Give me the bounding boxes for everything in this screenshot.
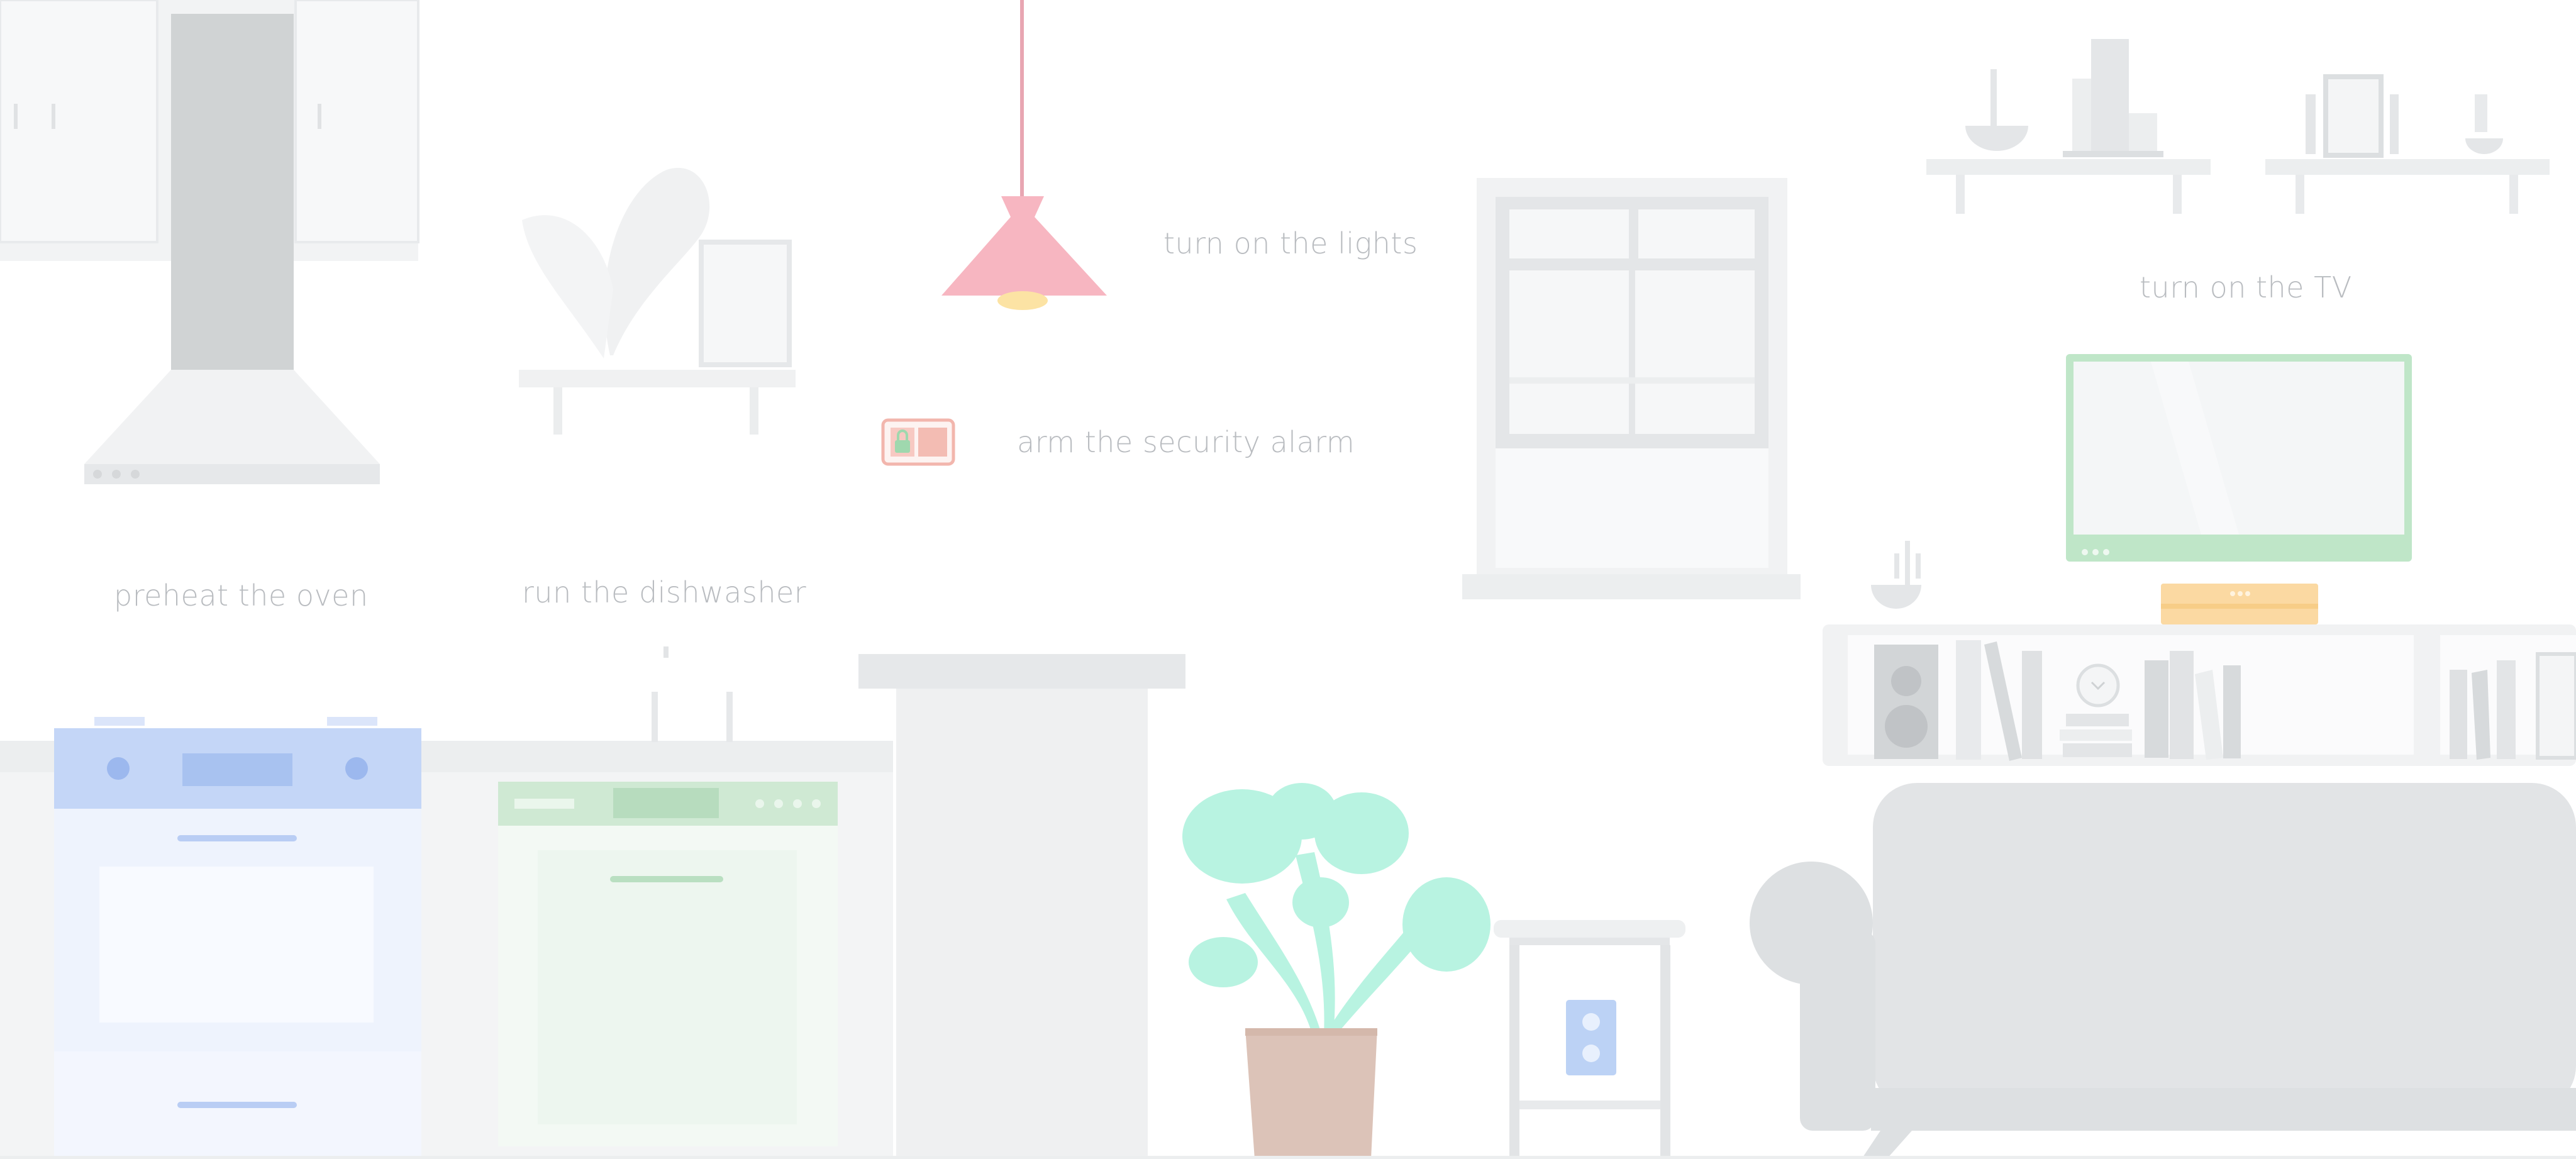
ceiling-lamp-icon[interactable]	[941, 0, 1107, 310]
range-hood-icon	[84, 14, 380, 484]
window	[1462, 178, 1801, 599]
preheat-oven-label[interactable]: preheat the oven	[114, 579, 369, 613]
bookcase	[1823, 541, 2576, 766]
power-outlet-icon[interactable]	[1566, 1000, 1616, 1075]
wall-shelves-right	[1926, 39, 2550, 214]
arm-security-alarm-label[interactable]: arm the security alarm	[1017, 425, 1355, 459]
oven-appliance[interactable]	[54, 717, 421, 1159]
turn-on-lights-label[interactable]: turn on the lights	[1163, 226, 1418, 260]
dishwasher-appliance[interactable]	[498, 782, 838, 1146]
side-table	[1494, 920, 1685, 1159]
run-dishwasher-label[interactable]: run the dishwasher	[522, 575, 807, 609]
sofa	[1750, 783, 2576, 1159]
turn-on-tv-label[interactable]: turn on the TV	[2140, 270, 2352, 304]
alarm-keypad-icon[interactable]	[881, 418, 955, 466]
clock-icon	[2076, 663, 2120, 707]
wall-shelf-left	[519, 167, 796, 435]
cable-box	[2161, 584, 2318, 624]
television[interactable]	[2066, 354, 2412, 562]
floor-line	[0, 1156, 2576, 1159]
potted-plant	[1182, 783, 1491, 1159]
